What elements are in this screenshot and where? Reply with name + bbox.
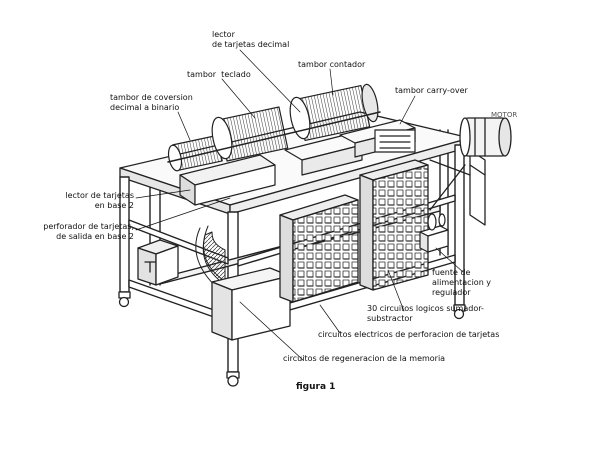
leader-lines <box>135 49 464 361</box>
label-tambor-carry: tambor carry-over <box>395 86 468 95</box>
label-tambor-conversion: tambor de coversion decimal a binario <box>110 93 193 112</box>
transformer-box <box>137 239 179 286</box>
drum-counter <box>289 83 379 142</box>
label-lector-decimal: lector de tarjetas decimal <box>212 30 290 49</box>
drum-conversion <box>167 134 223 172</box>
label-tambor-contador: tambor contador <box>298 60 366 69</box>
label-motor: MOTOR <box>491 111 518 119</box>
label-circuitos-logicos: 30 circuitos logicos sumador- substracto… <box>367 304 484 323</box>
logic-rack <box>359 159 429 291</box>
motor <box>459 117 512 157</box>
label-fuente: fuente de alimentacion y regulador <box>432 268 492 297</box>
label-perforador: perforador de tarjetas, de salida en bas… <box>43 222 134 241</box>
drum-keyboard <box>211 106 289 162</box>
wheels <box>118 291 466 387</box>
label-circuitos-memoria: circuitos de regeneracion de la memoria <box>283 354 446 363</box>
memory-rack <box>279 194 359 303</box>
lower-panel <box>211 267 291 341</box>
label-tambor-teclado: tambor teclado <box>187 70 251 79</box>
label-circuitos-perforacion: circuitos electricos de perforacion de t… <box>318 330 500 339</box>
motor-bracket <box>429 149 486 226</box>
top-deck-units <box>179 119 416 206</box>
power-supply <box>419 213 449 253</box>
figure-caption: figura 1 <box>296 382 336 392</box>
drum-axle <box>167 111 381 163</box>
label-lector-base2: lector de tarjetas en base 2 <box>65 191 134 210</box>
